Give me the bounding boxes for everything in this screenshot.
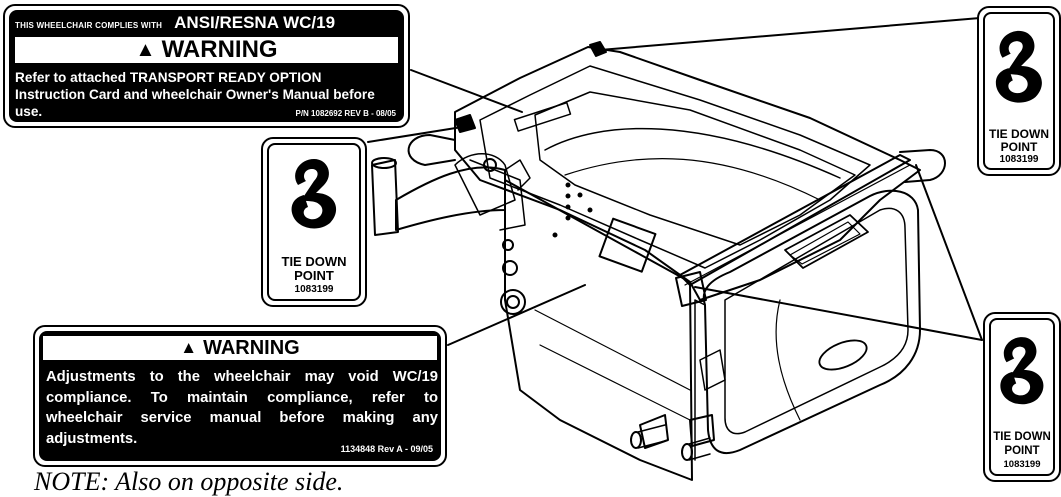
warning-title: WARNING bbox=[161, 36, 278, 63]
tie-down-panel: TIE DOWN POINT 1083199 bbox=[983, 12, 1055, 170]
caster-arm bbox=[371, 153, 531, 236]
battery-housing bbox=[694, 189, 921, 461]
tie-down-hook-icon bbox=[291, 159, 337, 229]
compliance-warning-label: THIS WHEELCHAIR COMPLIES WITH ANSI/RESNA… bbox=[3, 4, 410, 128]
frame-top bbox=[454, 41, 921, 301]
leader-line-left-tie bbox=[367, 126, 463, 143]
compliance-row: THIS WHEELCHAIR COMPLIES WITH ANSI/RESNA… bbox=[15, 13, 398, 32]
leader-line-right-tie-b bbox=[694, 286, 983, 341]
cross-bars bbox=[407, 134, 946, 307]
wheelchair-base-drawing bbox=[367, 17, 983, 481]
warning-triangle-icon: ▲ bbox=[135, 38, 156, 61]
tie-down-line1: TIE DOWN bbox=[993, 431, 1051, 443]
adjustment-warning-label: ▲ WARNING Adjustments to the wheelchair … bbox=[33, 325, 447, 467]
note-text: NOTE: Also on opposite side. bbox=[34, 467, 344, 496]
warning-title-bar: ▲ WARNING bbox=[15, 36, 398, 63]
tie-down-label-bottom-right: TIE DOWN POINT 1083199 bbox=[983, 312, 1061, 482]
warning-body-text: Adjustments to the wheelchair may void W… bbox=[46, 369, 438, 447]
complies-prefix-text: THIS WHEELCHAIR COMPLIES WITH bbox=[15, 21, 163, 30]
tie-down-panel: TIE DOWN POINT 1083199 bbox=[267, 143, 361, 301]
standard-text: ANSI/RESNA WC/19 bbox=[174, 13, 336, 32]
tie-down-line2: POINT bbox=[1004, 445, 1040, 457]
tie-down-line1: TIE DOWN bbox=[281, 254, 347, 269]
warning-body-text: Refer to attached TRANSPORT READY OPTION… bbox=[15, 70, 375, 119]
side-plate bbox=[500, 179, 693, 481]
tie-down-line2: POINT bbox=[294, 268, 334, 283]
tie-down-line1: TIE DOWN bbox=[989, 127, 1049, 141]
warning-title-bar: ▲ WARNING bbox=[43, 336, 437, 360]
tie-down-panel: TIE DOWN POINT 1083199 bbox=[989, 318, 1055, 476]
warning-title: WARNING bbox=[203, 336, 300, 359]
compliance-warning-panel: THIS WHEELCHAIR COMPLIES WITH ANSI/RESNA… bbox=[9, 10, 404, 122]
leader-line-top-label bbox=[410, 69, 523, 113]
tie-down-line2: POINT bbox=[1000, 140, 1038, 154]
tie-down-hook-icon bbox=[995, 30, 1042, 103]
part-number-text: 1134848 Rev A - 09/05 bbox=[340, 444, 433, 454]
tie-down-part-number: 1083199 bbox=[999, 154, 1039, 165]
tie-down-label-top-right: TIE DOWN POINT 1083199 bbox=[977, 6, 1061, 176]
connectors bbox=[630, 349, 726, 461]
leader-line-right-tie-a bbox=[915, 164, 983, 341]
tie-down-part-number: 1083199 bbox=[294, 284, 334, 295]
leader-line-top-right-tie bbox=[599, 17, 981, 51]
part-number-text: P/N 1082692 REV B - 08/05 bbox=[295, 109, 396, 118]
warning-triangle-icon: ▲ bbox=[180, 338, 198, 357]
tie-down-part-number: 1083199 bbox=[1003, 459, 1041, 470]
tie-down-label-left: TIE DOWN POINT 1083199 bbox=[261, 137, 367, 307]
adjustment-warning-panel: ▲ WARNING Adjustments to the wheelchair … bbox=[39, 331, 441, 461]
tie-down-hook-icon bbox=[1000, 337, 1044, 405]
leader-line-bottom-label bbox=[447, 284, 586, 346]
